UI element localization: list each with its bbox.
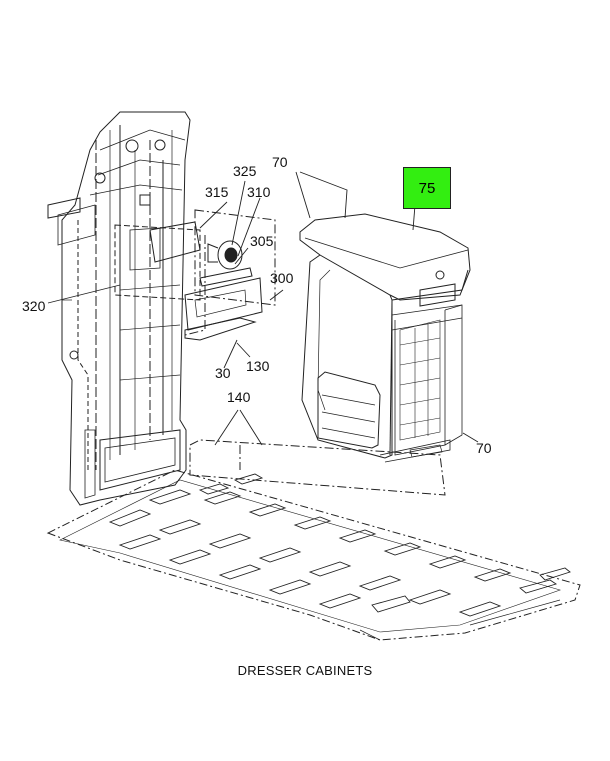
- mounting-bracket-assembly: [114, 209, 276, 336]
- callout-310: 310: [247, 184, 271, 200]
- callout-325: 325: [233, 163, 257, 179]
- leader-lines: [47, 171, 479, 446]
- callout-300: 300: [270, 270, 294, 286]
- trim-outline-140: [189, 439, 446, 496]
- callout-305: 305: [250, 233, 274, 249]
- callout-130: 130: [246, 358, 270, 374]
- bracket-plate: [149, 221, 263, 341]
- callout-75: 75: [418, 179, 436, 197]
- callout-70-right: 70: [476, 440, 492, 456]
- callout-315: 315: [205, 184, 229, 200]
- rear-wall-frame: [47, 111, 191, 506]
- callout-140: 140: [227, 389, 251, 405]
- dresser-cabinet: [299, 213, 471, 463]
- callout-70-top: 70: [272, 154, 288, 170]
- callout-30: 30: [215, 365, 231, 381]
- knob-part: [207, 240, 243, 270]
- diagram-caption: DRESSER CABINETS: [237, 663, 373, 678]
- floor-panel: [46, 469, 581, 641]
- callout-320: 320: [22, 298, 46, 314]
- callout-75-highlight: 75: [403, 167, 451, 209]
